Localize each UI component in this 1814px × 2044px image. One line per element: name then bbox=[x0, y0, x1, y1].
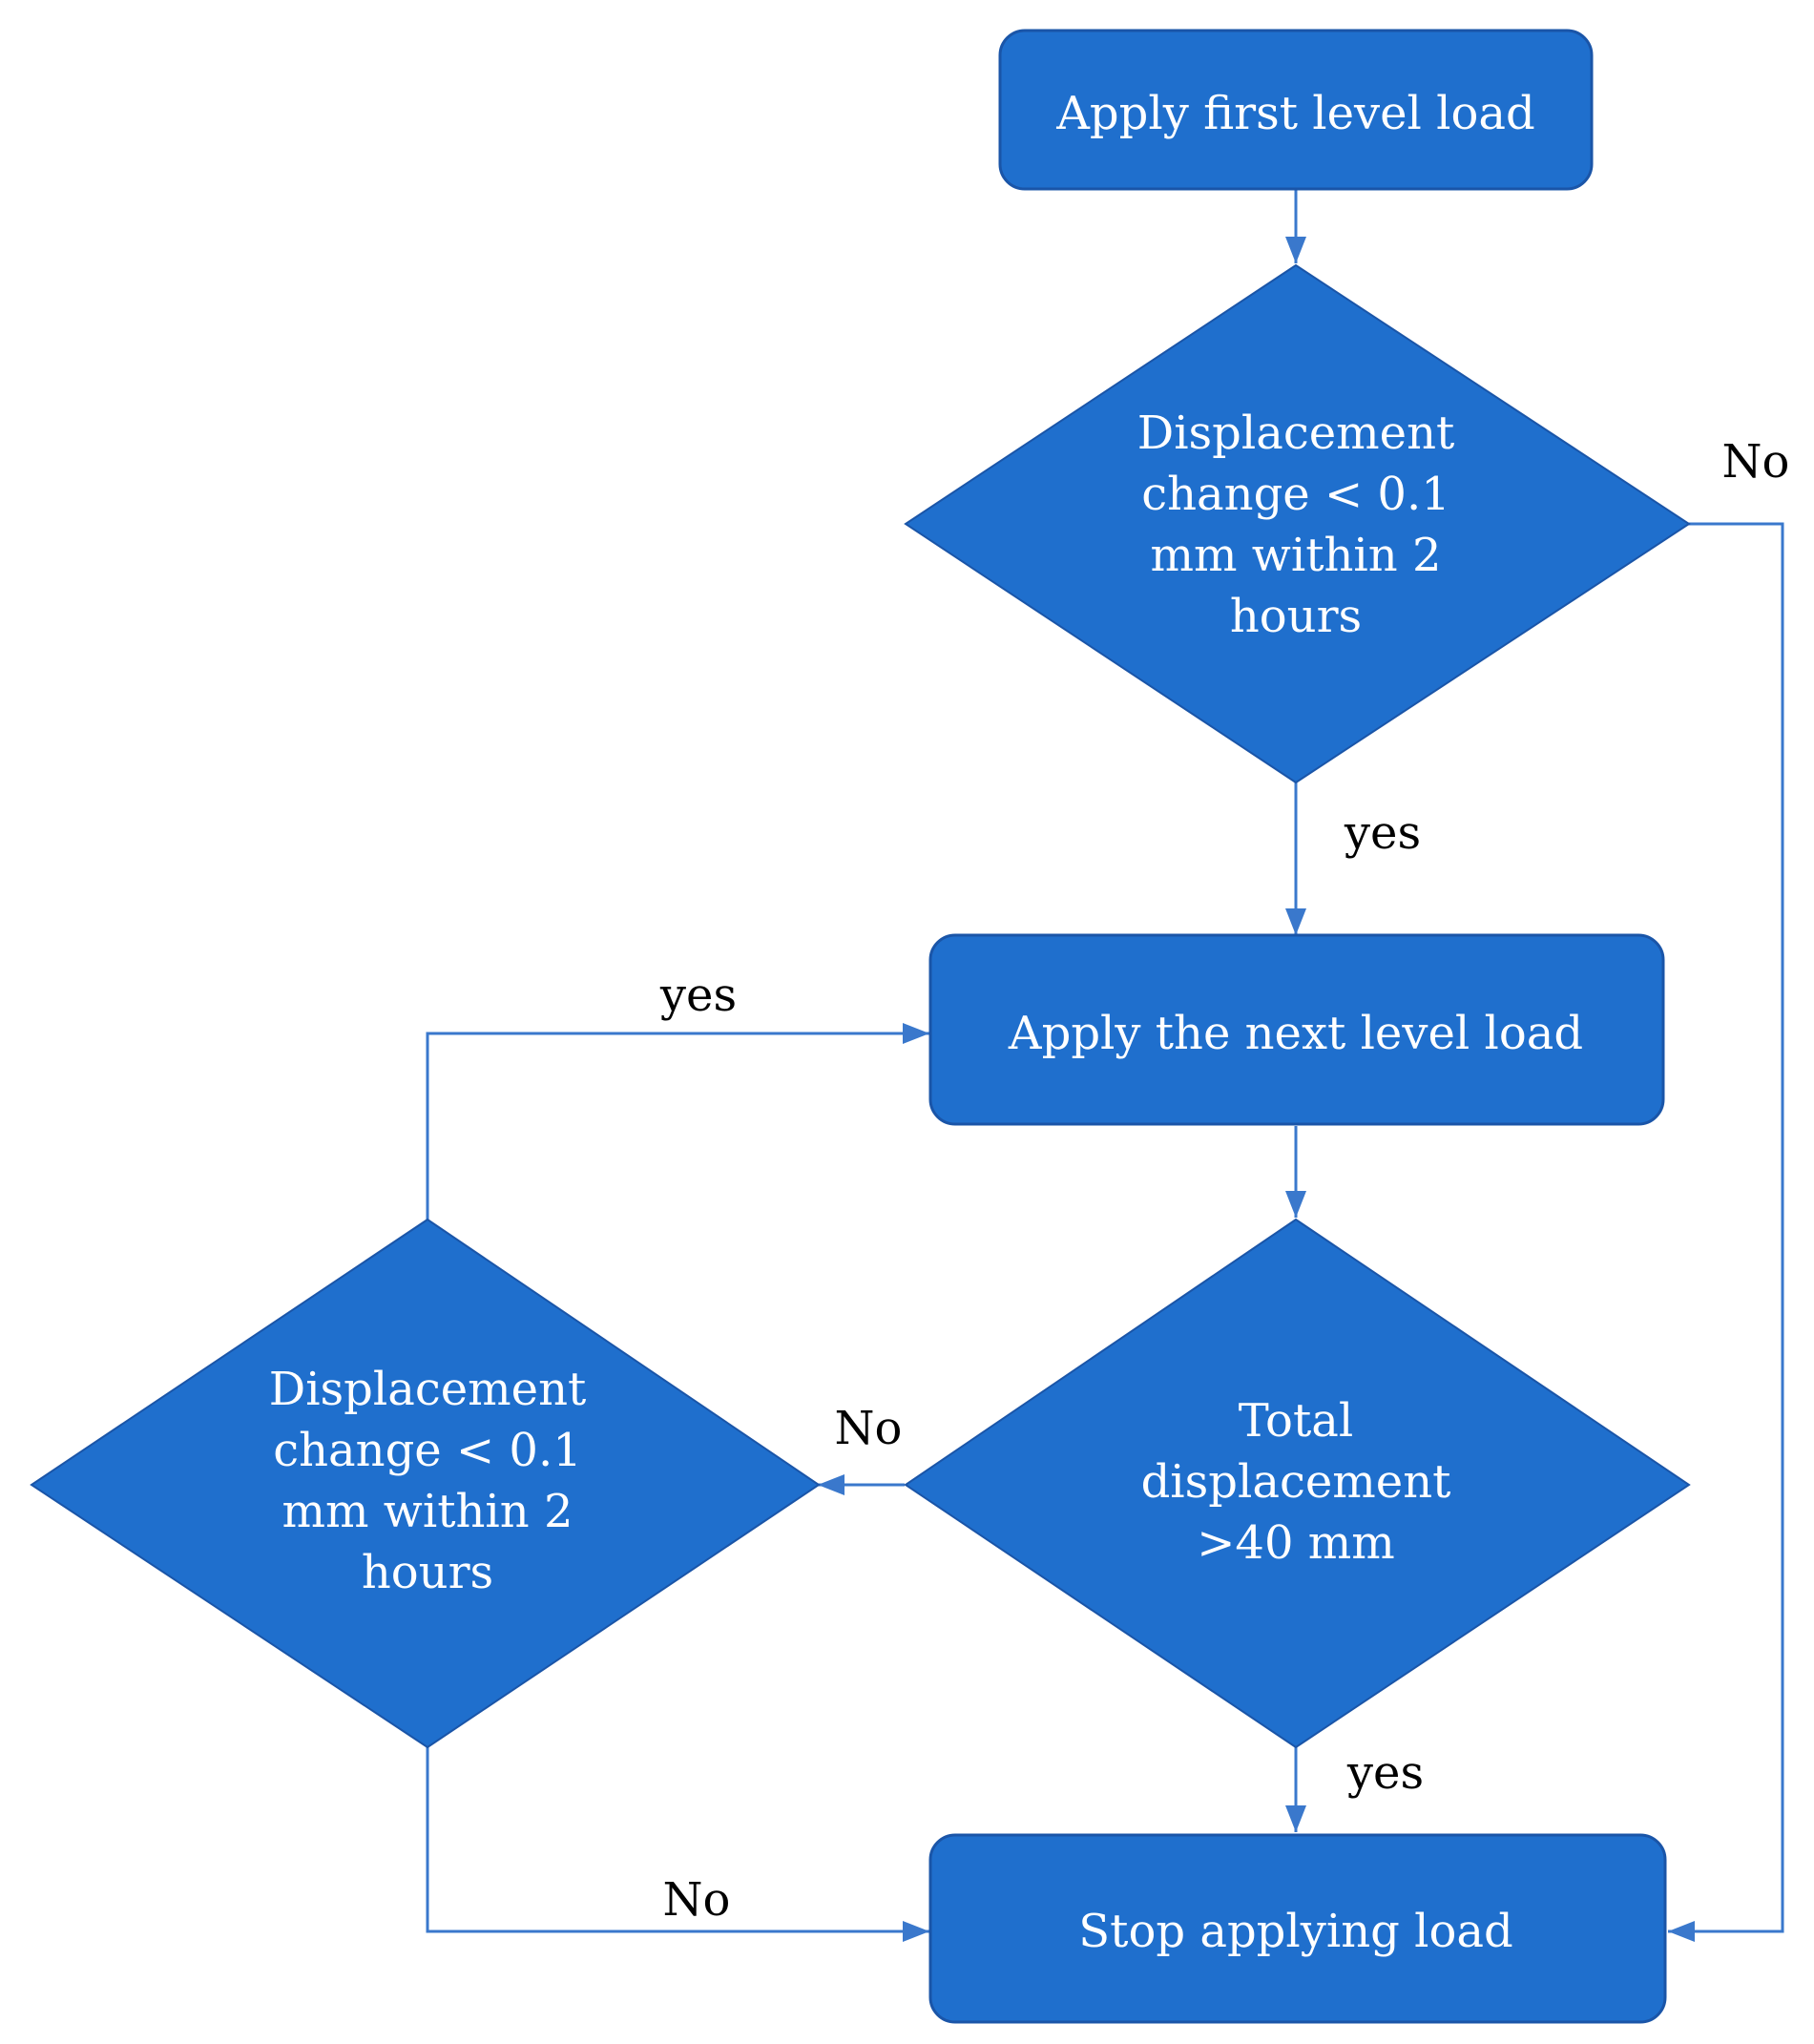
decision-2-line-4: hours bbox=[362, 1546, 493, 1599]
decision-total-line-1: Total bbox=[1239, 1394, 1353, 1448]
decision-1-line-2: change < 0.1 bbox=[1141, 468, 1450, 521]
edge-label-total-no: No bbox=[835, 1402, 903, 1455]
node-stop-applying-load: Stop applying load bbox=[928, 1833, 1667, 2024]
decision-1-line-1: Displacement bbox=[1137, 407, 1455, 460]
edge-label-total-yes: yes bbox=[1346, 1746, 1424, 1800]
decision-2-line-2: change < 0.1 bbox=[273, 1424, 582, 1477]
decision-2-line-1: Displacement bbox=[269, 1363, 587, 1416]
edge-check2-no bbox=[426, 1746, 929, 1942]
node-apply-first-level-load: Apply first level load bbox=[998, 29, 1594, 191]
edge-label-check1-no: No bbox=[1722, 435, 1790, 489]
edge-label-check2-yes: yes bbox=[659, 969, 737, 1022]
decision-displacement-change-1: Displacement change < 0.1 mm within 2 ho… bbox=[904, 263, 1691, 784]
edge-check1-no bbox=[1668, 522, 1784, 1942]
edge-label-check1-yes: yes bbox=[1344, 806, 1421, 860]
decision-total-line-2: displacement bbox=[1141, 1455, 1451, 1509]
edge-label-check2-no: No bbox=[663, 1873, 731, 1927]
node-apply-next-label: Apply the next level load bbox=[1008, 1007, 1583, 1060]
node-apply-next-level-load: Apply the next level load bbox=[928, 933, 1665, 1126]
decision-total-line-3: >40 mm bbox=[1197, 1516, 1395, 1570]
decision-1-line-4: hours bbox=[1230, 590, 1362, 643]
node-stop-label: Stop applying load bbox=[1078, 1905, 1512, 1958]
decision-2-line-3: mm within 2 bbox=[282, 1485, 573, 1538]
node-apply-first-label: Apply first level load bbox=[1055, 87, 1534, 140]
decision-displacement-change-2: Displacement change < 0.1 mm within 2 ho… bbox=[30, 1218, 821, 1749]
decision-1-line-3: mm within 2 bbox=[1151, 529, 1442, 582]
decision-total-displacement: Total displacement >40 mm bbox=[904, 1218, 1691, 1749]
edge-check2-yes bbox=[426, 1023, 929, 1220]
